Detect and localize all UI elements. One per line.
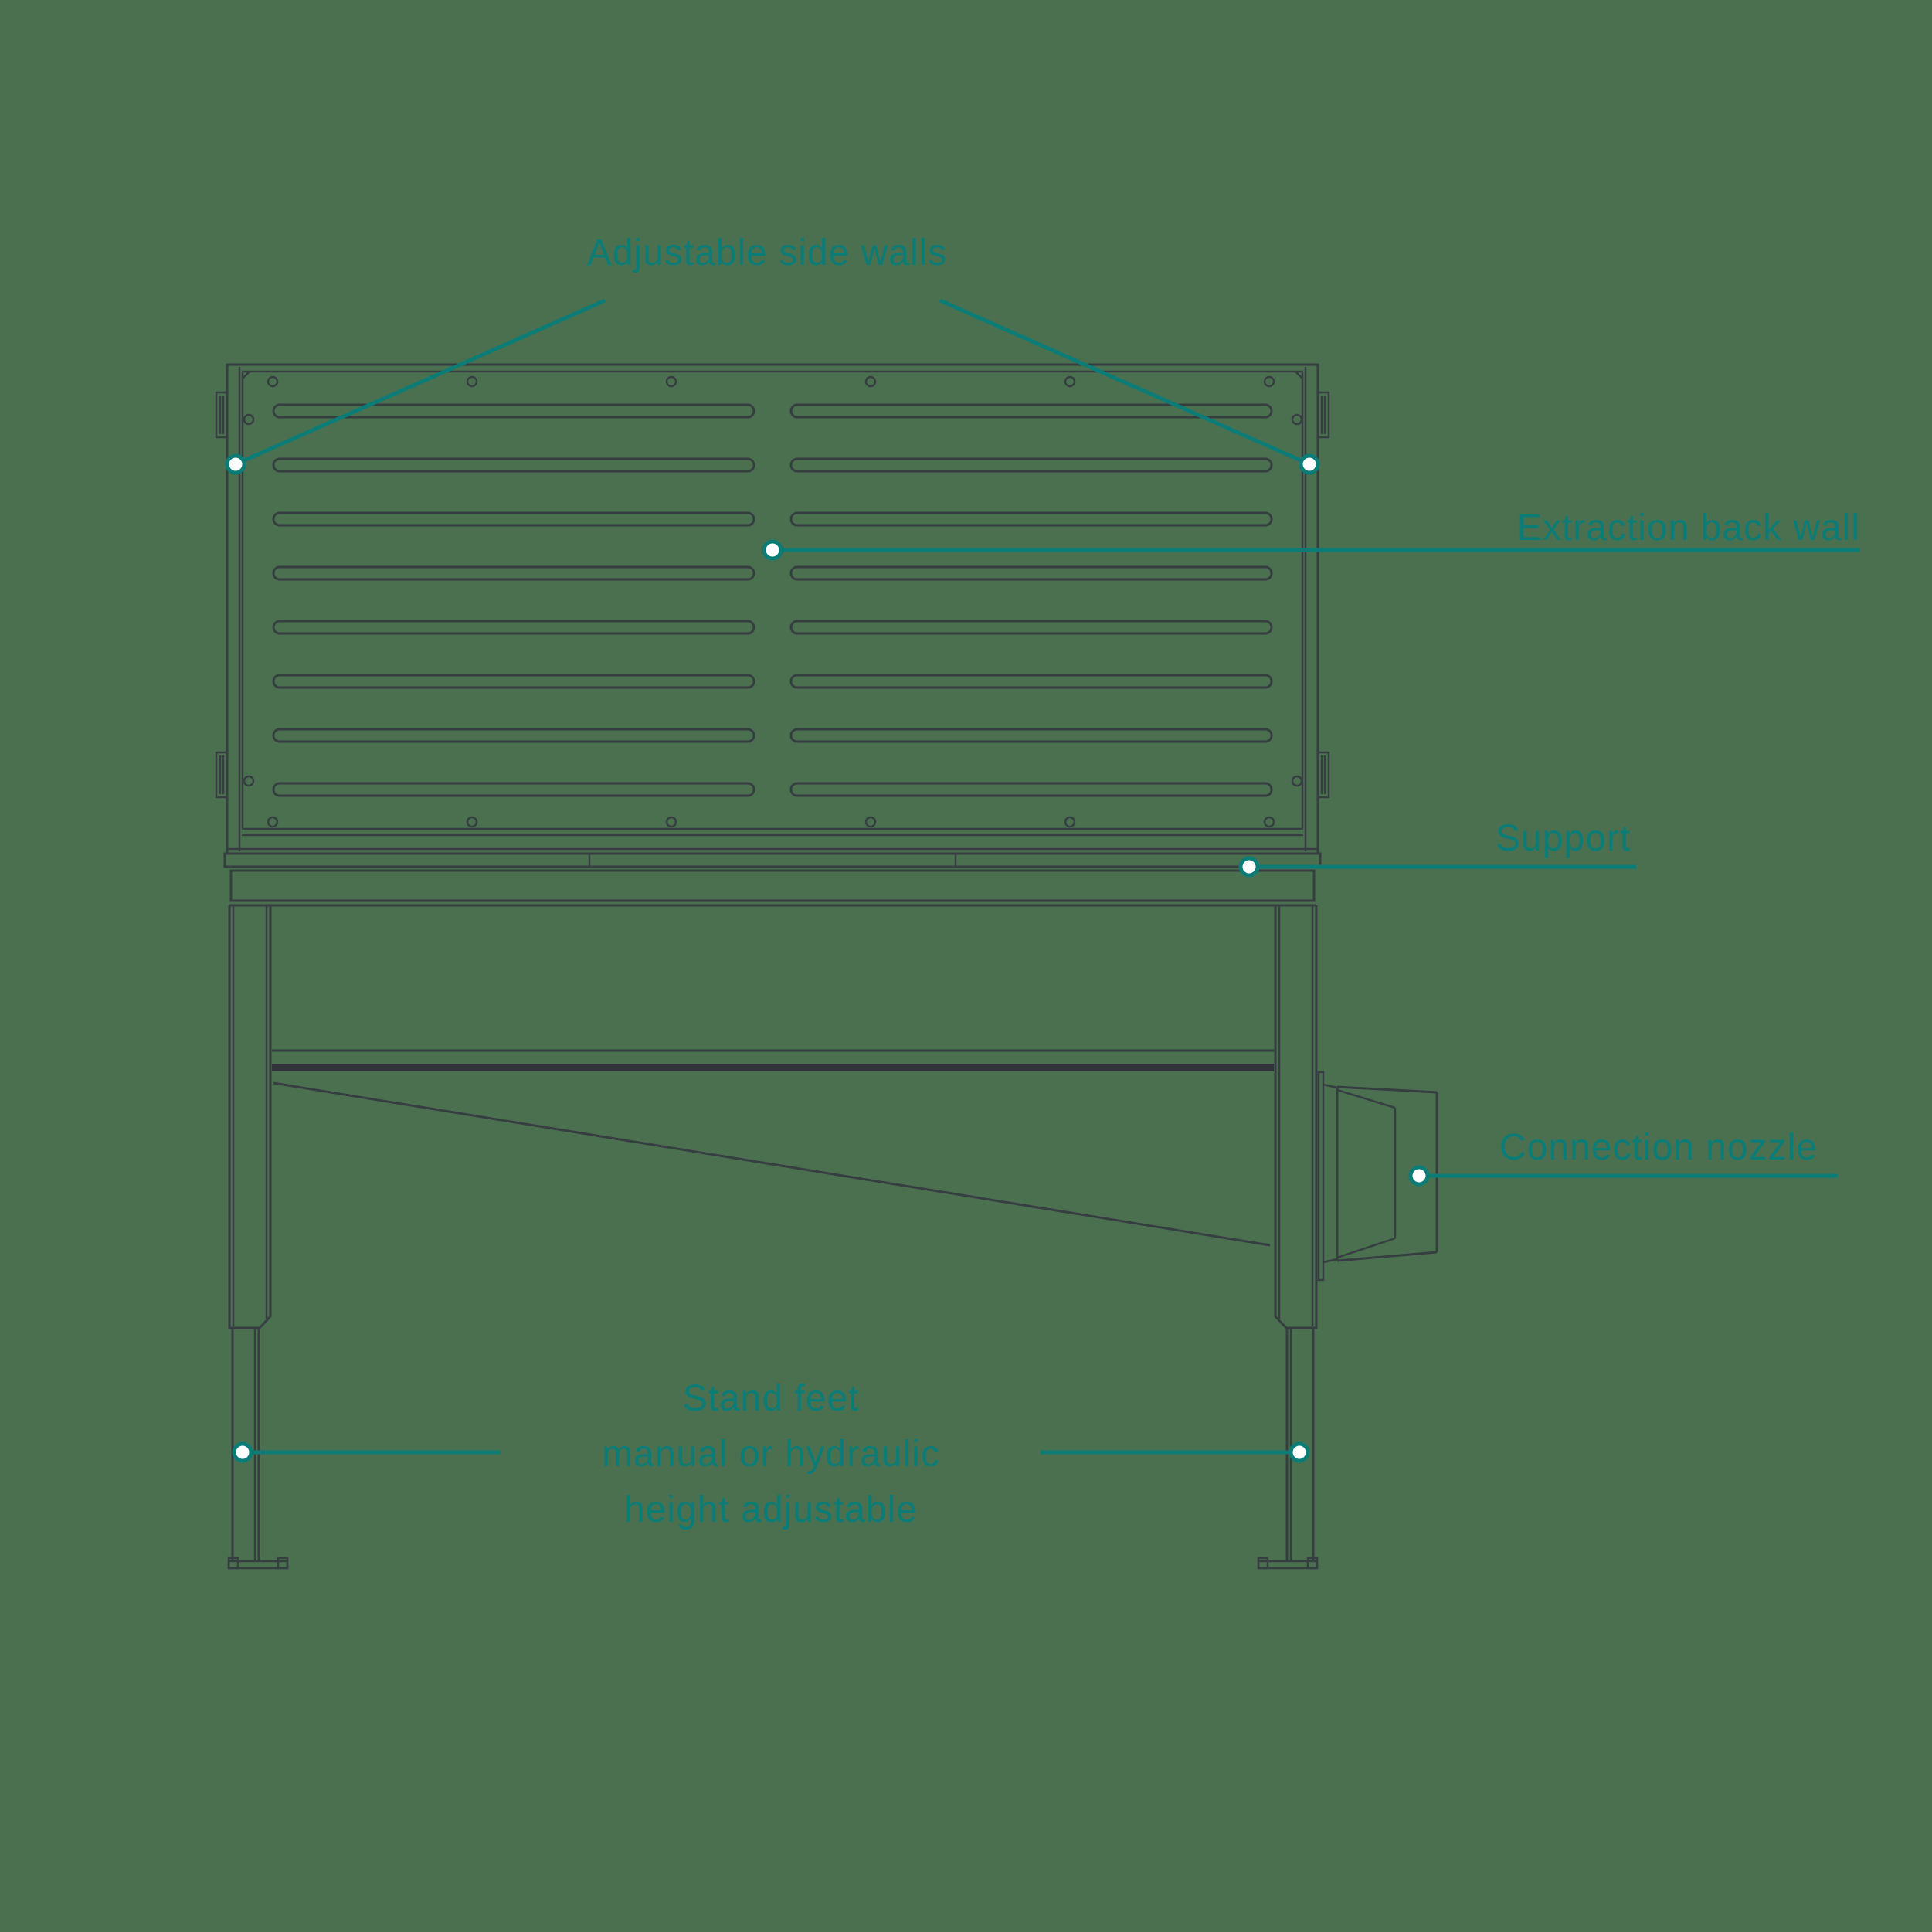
marker-dot-support [1238, 856, 1260, 878]
stand-foot-right [1257, 1328, 1319, 1570]
mounting-holes [243, 375, 1303, 828]
label-extraction-back-wall: Extraction back wall [1517, 508, 1860, 548]
stand-leg-left [228, 905, 272, 1329]
label-support: Support [1496, 818, 1631, 859]
nozzle-link-top [1323, 1083, 1338, 1089]
nozzle-bottom-edge [1336, 1251, 1438, 1262]
marker-dot-side-wall-right [1299, 453, 1320, 475]
vent-slot [272, 620, 755, 635]
label-stand-feet-line3: height adjustable [624, 1489, 918, 1530]
hinge-bracket [1316, 751, 1330, 799]
mounting-hole [267, 816, 279, 828]
hinge-brackets [215, 391, 1330, 799]
nozzle-cone-taper-bottom [1336, 1237, 1396, 1259]
corner-chamfer-left [242, 371, 250, 379]
label-adjustable-side-walls: Adjustable side walls [587, 233, 948, 273]
vent-slot [789, 403, 1273, 419]
stand-leg-right [1274, 905, 1318, 1329]
hinge-bracket [1316, 391, 1330, 439]
mounting-hole [1263, 375, 1275, 388]
stand-feet [227, 1328, 1319, 1570]
marker-dot-back-wall [762, 539, 783, 561]
vent-slot-column-left [272, 403, 755, 797]
vent-slot [272, 782, 755, 797]
mounting-hole [466, 816, 478, 828]
vent-slot [789, 782, 1273, 797]
leader-line-side-wall-left [234, 298, 606, 467]
vent-slot [272, 511, 755, 527]
mounting-hole [1064, 375, 1076, 388]
vent-slot [789, 457, 1273, 473]
vent-slot [272, 565, 755, 581]
vent-slot-column-right [789, 403, 1273, 797]
mounting-hole [864, 375, 877, 388]
dust-funnel-slope [273, 1081, 1271, 1247]
vent-slot [272, 674, 755, 689]
label-connection-nozzle: Connection nozzle [1499, 1127, 1818, 1168]
label-stand-feet-line2: manual or hydraulic [602, 1434, 940, 1475]
foot-base-cap [1306, 1557, 1319, 1570]
nozzle-link-bottom [1323, 1258, 1338, 1264]
hinge-bracket [215, 751, 229, 799]
mounting-hole [267, 375, 279, 388]
stand-frame [228, 905, 1318, 1329]
leader-line-side-wall-right [939, 298, 1311, 467]
vent-slot [789, 511, 1273, 527]
extraction-back-wall-panel [215, 363, 1330, 855]
vent-slot [789, 620, 1273, 635]
nozzle-top-edge [1336, 1085, 1438, 1094]
mounting-hole [243, 775, 255, 787]
foot-base-cap [227, 1557, 239, 1570]
marker-dot-foot-right [1289, 1441, 1310, 1463]
mounting-hole [1263, 816, 1275, 828]
support-top-plate [223, 852, 1322, 868]
marker-dot-foot-left [232, 1441, 253, 1463]
mounting-hole [864, 816, 877, 828]
mounting-hole [466, 375, 478, 388]
callout-labels: Adjustable side walls Extraction back wa… [587, 233, 1860, 1530]
back-wall-outer-frame [226, 363, 1319, 855]
support-assembly [223, 852, 1322, 907]
support-beam [229, 869, 1316, 902]
corner-chamfer-right [1295, 371, 1303, 379]
foot-base-cap [1257, 1557, 1269, 1570]
mounting-hole [665, 816, 677, 828]
callout-leaders [225, 298, 1860, 1463]
vent-slot [272, 728, 755, 743]
hinge-bracket [215, 391, 229, 439]
nozzle-cone-taper-top [1336, 1088, 1396, 1109]
vent-slot [272, 403, 755, 419]
stand-foot-left [227, 1328, 289, 1570]
vent-slot [789, 728, 1273, 743]
nozzle-mounting-plate [1317, 1071, 1325, 1282]
mounting-hole [243, 413, 255, 426]
foot-base-cap [277, 1557, 289, 1570]
connection-nozzle-assembly [1317, 1071, 1438, 1282]
vent-slot [789, 565, 1273, 581]
mounting-hole [1291, 413, 1303, 426]
mounting-hole [665, 375, 677, 388]
mounting-hole [1064, 816, 1076, 828]
vent-slot [272, 457, 755, 473]
marker-dot-nozzle [1408, 1165, 1430, 1187]
label-stand-feet-line1: Stand feet [683, 1378, 860, 1419]
marker-dot-side-wall-left [225, 453, 246, 475]
worktop-grid-band [272, 1064, 1274, 1071]
mounting-hole [1291, 775, 1303, 787]
vent-slot [789, 674, 1273, 689]
